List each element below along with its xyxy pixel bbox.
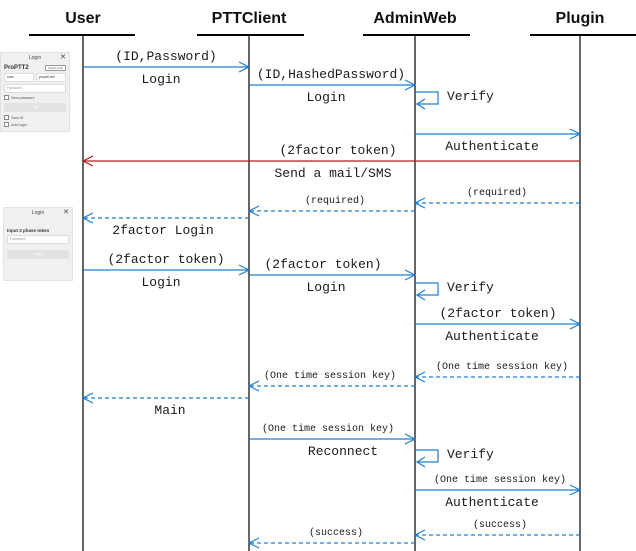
close-icon[interactable]: ✕ [63,209,69,216]
token-input[interactable]: Password [7,235,69,244]
participant-pttclient: PTTClient [212,10,287,27]
arrowhead-icon [247,380,260,392]
server-input[interactable]: propttl.net [36,73,66,82]
arrowhead-icon [81,212,94,224]
participant-adminweb: AdminWeb [373,10,456,27]
select-host-button[interactable]: Select host [45,65,66,71]
message-label: (ID,HashedPassword) [257,67,405,82]
arrowhead-icon [415,98,426,110]
message-label: 2factor Login [112,223,213,238]
arrowhead-icon [415,289,426,301]
arrowhead-icon [569,318,582,330]
arrowhead-icon [404,79,417,91]
dialog-title: Login [28,55,42,61]
message-label: Send a mail/SMS [274,166,391,181]
arrowhead-icon [413,529,426,541]
dialog-titlebar: Login ✕ [1,53,69,63]
self-call-arrow [415,91,439,105]
save-id-checkbox[interactable]: Save ID [4,115,66,120]
auto-login-checkbox[interactable]: Auto login [4,122,66,127]
message-label: (2factor token) [439,306,556,321]
message-label: (One time session key) [434,474,566,486]
arrowhead-icon [413,197,426,209]
user-input[interactable]: user [4,73,34,82]
arrowhead-icon [247,537,260,549]
self-call-arrow [415,449,439,463]
message-label: (2factor token) [279,143,396,158]
close-icon[interactable]: ✕ [60,54,66,61]
message-label: (2factor token) [264,257,381,272]
login-button[interactable]: Login [7,250,69,259]
arrowhead-icon [238,61,251,73]
arrowhead-icon [247,205,260,217]
save-id-label: Save ID [11,115,24,120]
message-label: (2factor token) [107,252,224,267]
arrowhead-icon [569,484,582,496]
token-prompt: Input 2 phase token [7,228,50,233]
message-label: (One time session key) [264,370,396,382]
arrowhead-icon [404,433,417,445]
login-button[interactable]: Login [4,103,66,112]
token-dialog-thumbnail: Login ✕ Input 2 phase token Password Logi… [3,207,73,281]
self-call-label: Verify [447,89,494,104]
self-call-label: Verify [447,280,494,295]
dialog-title: Login [31,210,45,216]
arrowhead-icon [415,456,426,468]
message-label: (success) [309,527,363,539]
message-label: Login [306,90,345,105]
participant-plugin: Plugin [556,10,605,27]
self-call-arrow [415,282,439,296]
message-label: Authenticate [445,139,539,154]
message-label: (One time session key) [436,361,568,373]
arrowhead-icon [413,371,426,383]
arrowhead-icon [569,128,582,140]
message-label: Authenticate [445,329,539,344]
message-label: Authenticate [445,495,539,510]
arrowhead-icon [404,269,417,281]
arrowhead-icon [238,264,251,276]
login-dialog-thumbnail: Login ✕ ProPTT2 Select host user propttl.… [0,52,70,132]
self-call-label: Verify [447,447,494,462]
view-password-label: View password [11,95,35,100]
arrowhead-icon [81,392,94,404]
password-input[interactable]: Password [4,84,66,93]
message-label: (ID,Password) [115,49,216,64]
app-name: ProPTT2 [4,65,29,71]
message-label: (success) [473,519,527,531]
view-password-checkbox[interactable]: View password [4,95,66,100]
message-label: Login [306,280,345,295]
message-label: (required) [305,195,365,207]
message-label: Reconnect [308,444,378,459]
dialog-titlebar: Login ✕ [4,208,72,218]
message-label: Login [141,72,180,87]
message-label: (One time session key) [262,423,394,435]
participant-user: User [65,10,101,27]
message-label: Main [154,403,185,418]
message-label: (required) [467,187,527,199]
message-label: Login [141,275,180,290]
auto-login-label: Auto login [11,122,27,127]
arrowhead-icon [81,155,94,167]
